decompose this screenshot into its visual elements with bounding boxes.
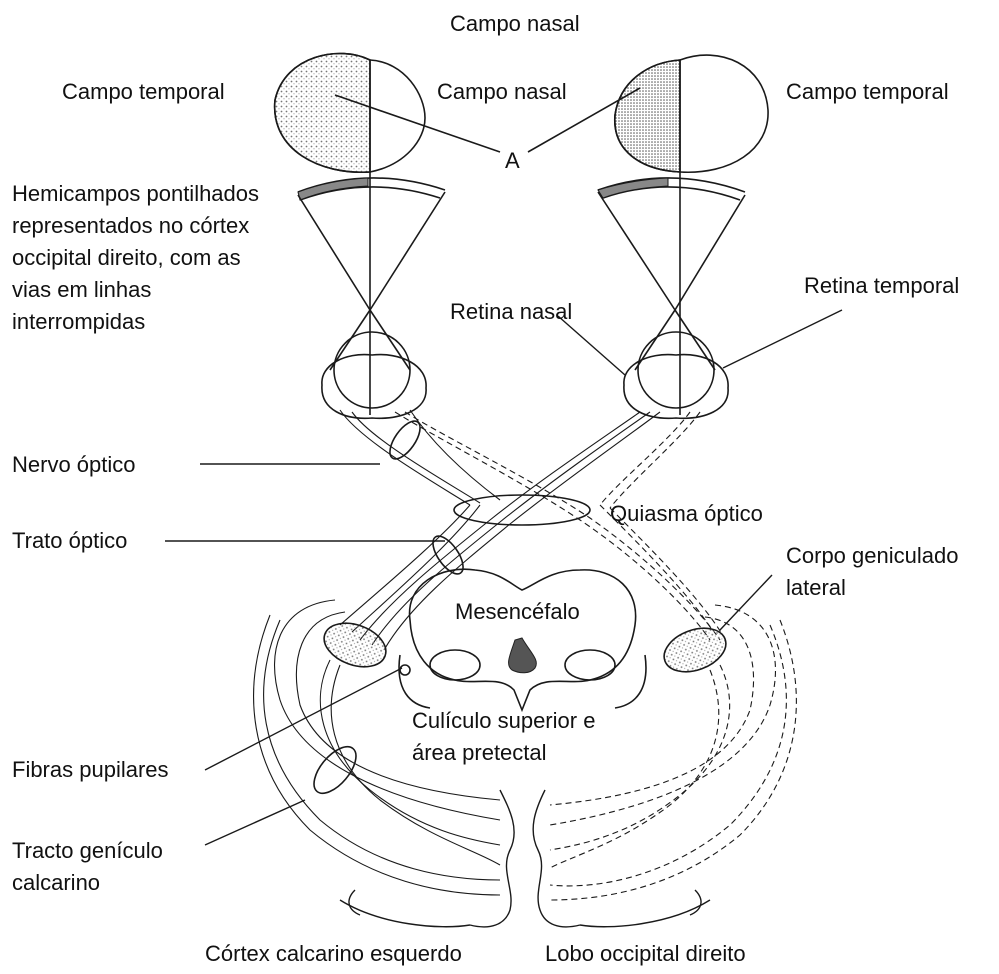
chiasm-ellipse (454, 495, 590, 525)
label-retina-temporal: Retina temporal (804, 272, 959, 300)
label-cortex-calcarino: Córtex calcarino esquerdo (205, 940, 462, 968)
label-marker-a: A (505, 147, 520, 175)
left-visual-field (275, 53, 425, 415)
label-corpo-geniculado: Corpo geniculado lateral (786, 540, 986, 604)
label-retina-nasal: Retina nasal (450, 298, 572, 326)
label-nervo-optico: Nervo óptico (12, 451, 136, 479)
label-campo-temporal-left: Campo temporal (62, 78, 225, 106)
right-projection-fan (598, 178, 745, 418)
left-lgn (318, 615, 392, 674)
label-trato-optico: Trato óptico (12, 527, 127, 555)
label-mesencefalo: Mesencéfalo (455, 598, 580, 626)
label-lobo-occipital: Lobo occipital direito (545, 940, 746, 968)
label-campo-nasal-top: Campo nasal (450, 10, 580, 38)
label-campo-nasal-mid: Campo nasal (437, 78, 567, 106)
label-tracto-geniculo: Tracto genículo calcarino (12, 835, 212, 899)
label-coliculo: Culículo superior e área pretectal (412, 705, 627, 769)
label-fibras-pupilares: Fibras pupilares (12, 756, 169, 784)
label-quiasma-optico: Quiasma óptico (610, 500, 763, 528)
left-projection-fan (298, 178, 445, 418)
label-campo-temporal-right: Campo temporal (786, 78, 949, 106)
label-hemicampos: Hemicampos pontilhados representados no … (12, 178, 262, 338)
